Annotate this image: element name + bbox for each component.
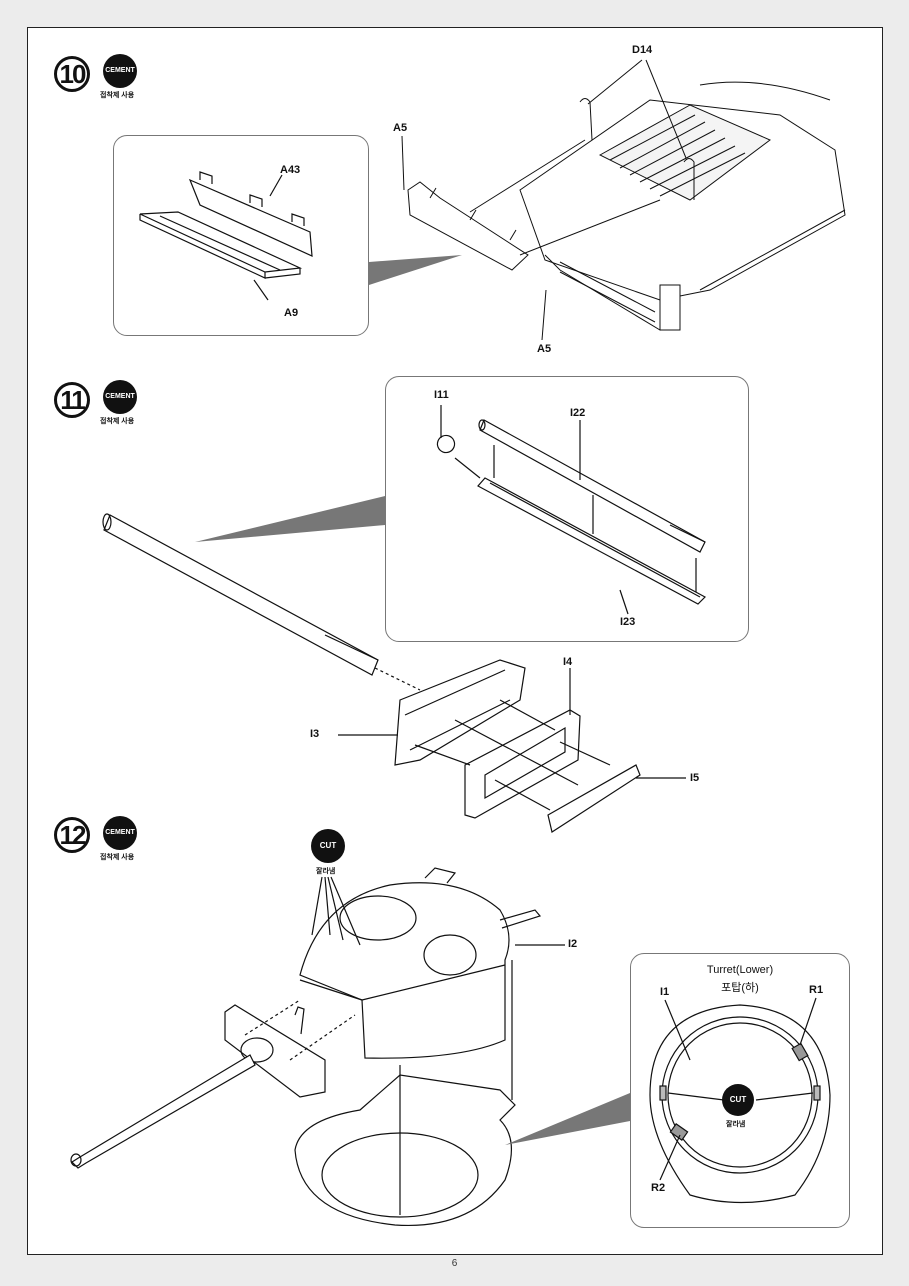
label-i11: I11 xyxy=(434,389,449,401)
cement-caption-10: 접착제 사용 xyxy=(100,92,135,99)
cement-caption-11: 접착제 사용 xyxy=(100,418,135,425)
cut-badge: CUT xyxy=(311,829,345,863)
page-number: 6 xyxy=(451,1258,458,1269)
label-a5-top: A5 xyxy=(393,122,408,134)
inset-title: Turret(Lower) xyxy=(706,964,774,976)
label-r2: R2 xyxy=(651,1182,666,1194)
step-number-12: 12 xyxy=(54,817,90,853)
label-i22: I22 xyxy=(570,407,586,419)
cement-caption-12: 접착제 사용 xyxy=(100,854,135,861)
label-a43: A43 xyxy=(280,164,301,176)
label-a5-bottom: A5 xyxy=(537,343,552,355)
cement-badge-11: CEMENT xyxy=(103,380,137,414)
inset-cut-badge: CUT xyxy=(722,1084,754,1116)
label-i23: I23 xyxy=(620,616,636,628)
cut-caption: 잘라냄 xyxy=(316,868,336,875)
cement-badge-10: CEMENT xyxy=(103,54,137,88)
step-number-11: 11 xyxy=(54,382,90,418)
inset-subtitle: 포탑(하) xyxy=(721,982,759,994)
label-r1: R1 xyxy=(809,984,824,996)
inset-cut-caption: 잘라냄 xyxy=(726,1121,746,1128)
label-i5: I5 xyxy=(690,772,700,784)
step-number-10: 10 xyxy=(54,56,90,92)
label-i1: I1 xyxy=(660,986,670,998)
cement-badge-12: CEMENT xyxy=(103,816,137,850)
step10-inset-panel xyxy=(113,135,369,336)
label-i4: I4 xyxy=(563,656,573,668)
label-i2: I2 xyxy=(568,938,578,950)
label-d14: D14 xyxy=(632,44,653,56)
label-i3: I3 xyxy=(310,728,320,740)
label-a9: A9 xyxy=(284,307,299,319)
